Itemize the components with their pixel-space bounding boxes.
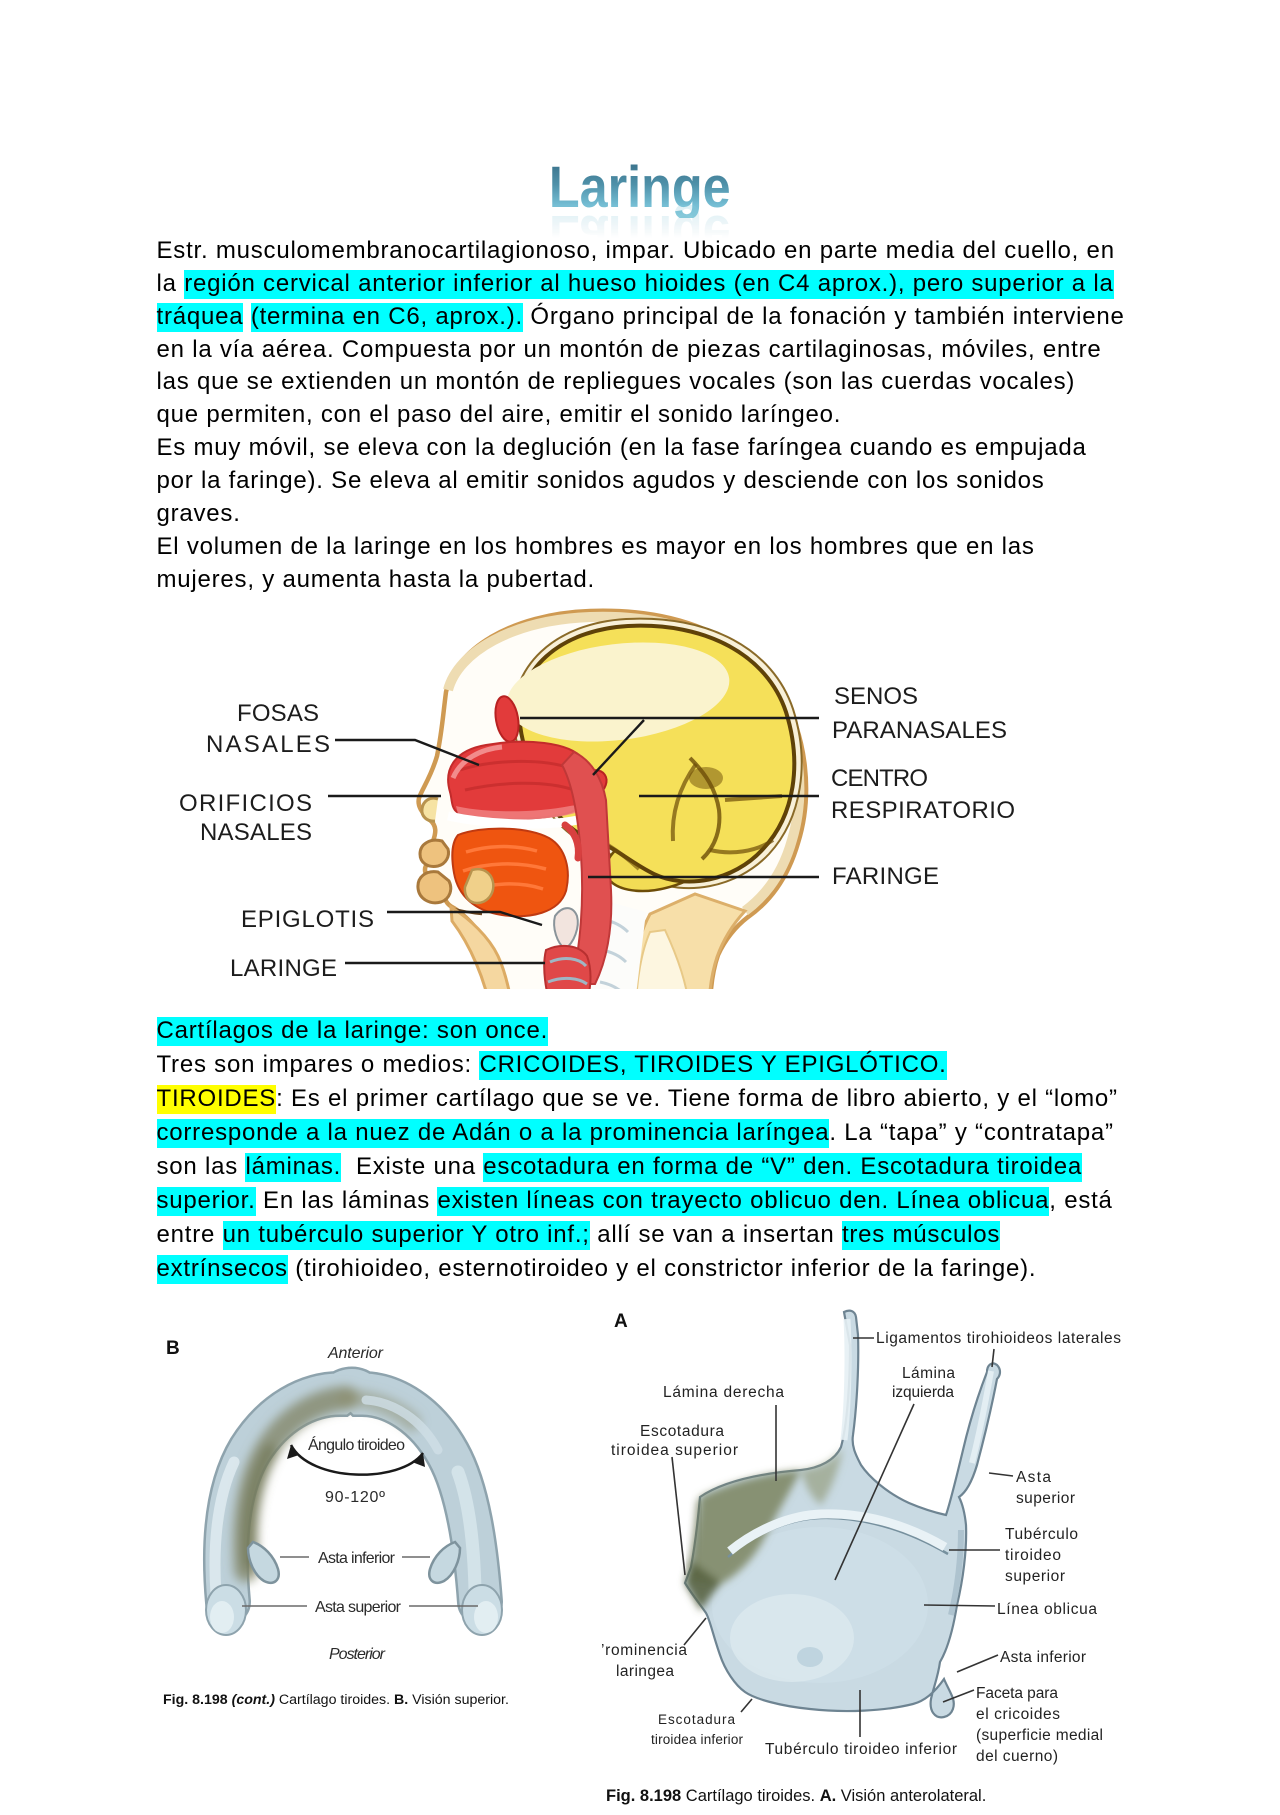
svg-text:tiroidea inferior: tiroidea inferior — [651, 1732, 744, 1747]
svg-text:FARINGE: FARINGE — [832, 863, 939, 890]
svg-text:’rominencia: ’rominencia — [601, 1642, 687, 1659]
svg-text:Lámina derecha: Lámina derecha — [663, 1384, 784, 1401]
svg-text:laringea: laringea — [616, 1663, 674, 1680]
svg-text:Asta inferior: Asta inferior — [318, 1550, 396, 1567]
svg-text:Ángulo tiroideo: Ángulo tiroideo — [308, 1435, 405, 1454]
svg-text:B: B — [166, 1338, 180, 1359]
svg-text:Escotadura: Escotadura — [640, 1423, 724, 1440]
svg-text:Anterior: Anterior — [327, 1345, 384, 1362]
svg-text:izquierda: izquierda — [892, 1384, 954, 1401]
svg-text:Fig. 8.198 (cont.) Cartílago t: Fig. 8.198 (cont.) Cartílago tiroides. B… — [163, 1692, 509, 1708]
svg-text:Lámina: Lámina — [902, 1365, 955, 1382]
svg-text:LARINGE: LARINGE — [230, 955, 337, 982]
svg-text:CENTRO: CENTRO — [831, 765, 928, 792]
svg-text:NASALES: NASALES — [200, 819, 312, 846]
svg-text:A: A — [614, 1311, 628, 1332]
svg-text:Línea oblicua: Línea oblicua — [997, 1601, 1097, 1618]
svg-text:Asta superior: Asta superior — [315, 1599, 402, 1616]
svg-text:EPIGLOTIS: EPIGLOTIS — [241, 906, 374, 933]
svg-text:PARANASALES: PARANASALES — [832, 717, 1007, 744]
svg-text:superior: superior — [1016, 1490, 1075, 1507]
svg-text:Asta inferior: Asta inferior — [1000, 1649, 1086, 1666]
svg-text:Fig. 8.198 Cartílago tiroides: Fig. 8.198 Cartílago tiroides. A. Visión… — [606, 1787, 986, 1805]
svg-text:del cuerno): del cuerno) — [976, 1748, 1058, 1765]
svg-text:el cricoides: el cricoides — [976, 1706, 1060, 1723]
svg-text:FOSAS: FOSAS — [237, 700, 319, 727]
svg-text:RESPIRATORIO: RESPIRATORIO — [831, 797, 1015, 824]
svg-text:tiroidea superior: tiroidea superior — [611, 1442, 738, 1459]
svg-text:Asta: Asta — [1016, 1469, 1051, 1486]
svg-text:NASALES: NASALES — [206, 731, 330, 758]
svg-text:Escotadura: Escotadura — [658, 1712, 735, 1727]
svg-text:(superficie medial: (superficie medial — [976, 1727, 1103, 1744]
svg-text:tiroideo: tiroideo — [1005, 1547, 1061, 1564]
svg-text:superior: superior — [1005, 1568, 1065, 1585]
svg-text:SENOS: SENOS — [834, 683, 918, 710]
svg-text:Tubérculo tiroideo inferior: Tubérculo tiroideo inferior — [765, 1741, 957, 1758]
svg-text:90-120º: 90-120º — [325, 1489, 385, 1506]
svg-text:Posterior: Posterior — [329, 1646, 386, 1663]
svg-text:Tubérculo: Tubérculo — [1005, 1526, 1078, 1543]
svg-text:ORIFICIOS: ORIFICIOS — [179, 790, 312, 817]
svg-text:Ligamentos tirohioideos latera: Ligamentos tirohioideos laterales — [876, 1330, 1121, 1347]
svg-text:Faceta para: Faceta para — [976, 1685, 1058, 1702]
